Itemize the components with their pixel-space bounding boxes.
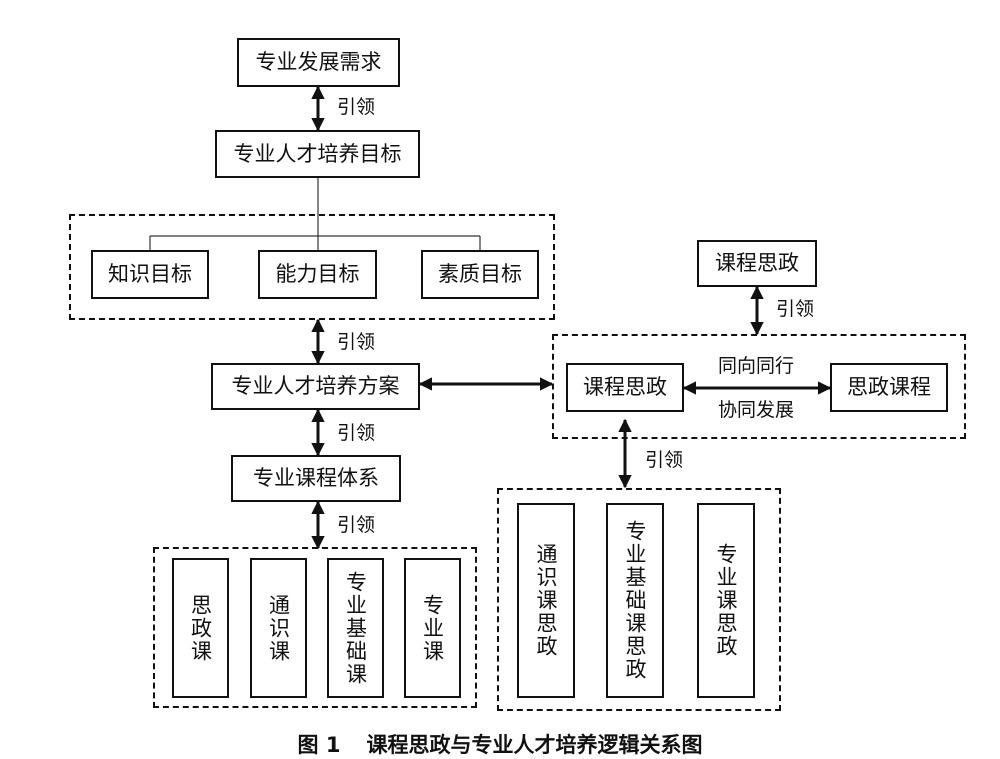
node-curriculum-system: 专业课程体系 (231, 455, 401, 502)
node-course-ideology-mid: 课程思政 (566, 363, 684, 412)
right-courses-frame (497, 488, 781, 711)
node-quality-goal: 素质目标 (421, 250, 539, 299)
course-label: 通识课思政 (534, 543, 558, 658)
course-label: 专业课 (420, 593, 445, 663)
course-label: 思政课 (188, 593, 213, 663)
figure-caption: 图 1 课程思政与专业人才培养逻辑关系图 (0, 729, 1000, 759)
course-box-major-ideology: 专业课思政 (697, 503, 755, 698)
node-talent-goal: 专业人才培养目标 (215, 130, 420, 178)
course-label: 通识课 (266, 593, 291, 663)
edge-label-guide-5: 引领 (776, 298, 815, 320)
course-label: 专业基础课 (343, 570, 368, 686)
edge-label-same-direction: 同向同行 (718, 355, 795, 377)
node-ideology-courses: 思政课程 (830, 363, 948, 412)
edge-label-guide-1: 引领 (337, 96, 376, 118)
course-box-major: 专业课 (404, 558, 461, 698)
edge-label-guide-3: 引领 (337, 422, 376, 444)
node-course-ideology-top: 课程思政 (697, 240, 817, 287)
figure-number: 图 1 (297, 733, 341, 757)
course-box-major-basic: 专业基础课 (327, 558, 384, 698)
node-ability-goal: 能力目标 (258, 250, 377, 299)
node-major-demand: 专业发展需求 (237, 38, 400, 87)
left-courses-frame (153, 547, 477, 708)
node-knowledge-goal: 知识目标 (91, 250, 209, 299)
course-box-general-ideology: 通识课思政 (517, 503, 575, 698)
course-label: 专业课思政 (714, 543, 738, 658)
edge-label-guide-4: 引领 (337, 514, 376, 536)
course-box-ideology: 思政课 (172, 558, 229, 698)
node-talent-plan: 专业人才培养方案 (211, 363, 420, 410)
course-box-major-basic-ideology: 专业基础课思政 (606, 503, 664, 698)
course-label: 专业基础课思政 (623, 520, 647, 681)
goals-group-frame (69, 214, 555, 320)
edge-label-synergy: 协同发展 (718, 399, 795, 421)
figure-title: 课程思政与专业人才培养逻辑关系图 (366, 733, 703, 757)
course-box-general: 通识课 (250, 558, 307, 698)
ideology-group-frame (552, 334, 966, 439)
edge-label-guide-2: 引领 (337, 331, 376, 353)
edge-label-guide-6: 引领 (645, 449, 684, 471)
